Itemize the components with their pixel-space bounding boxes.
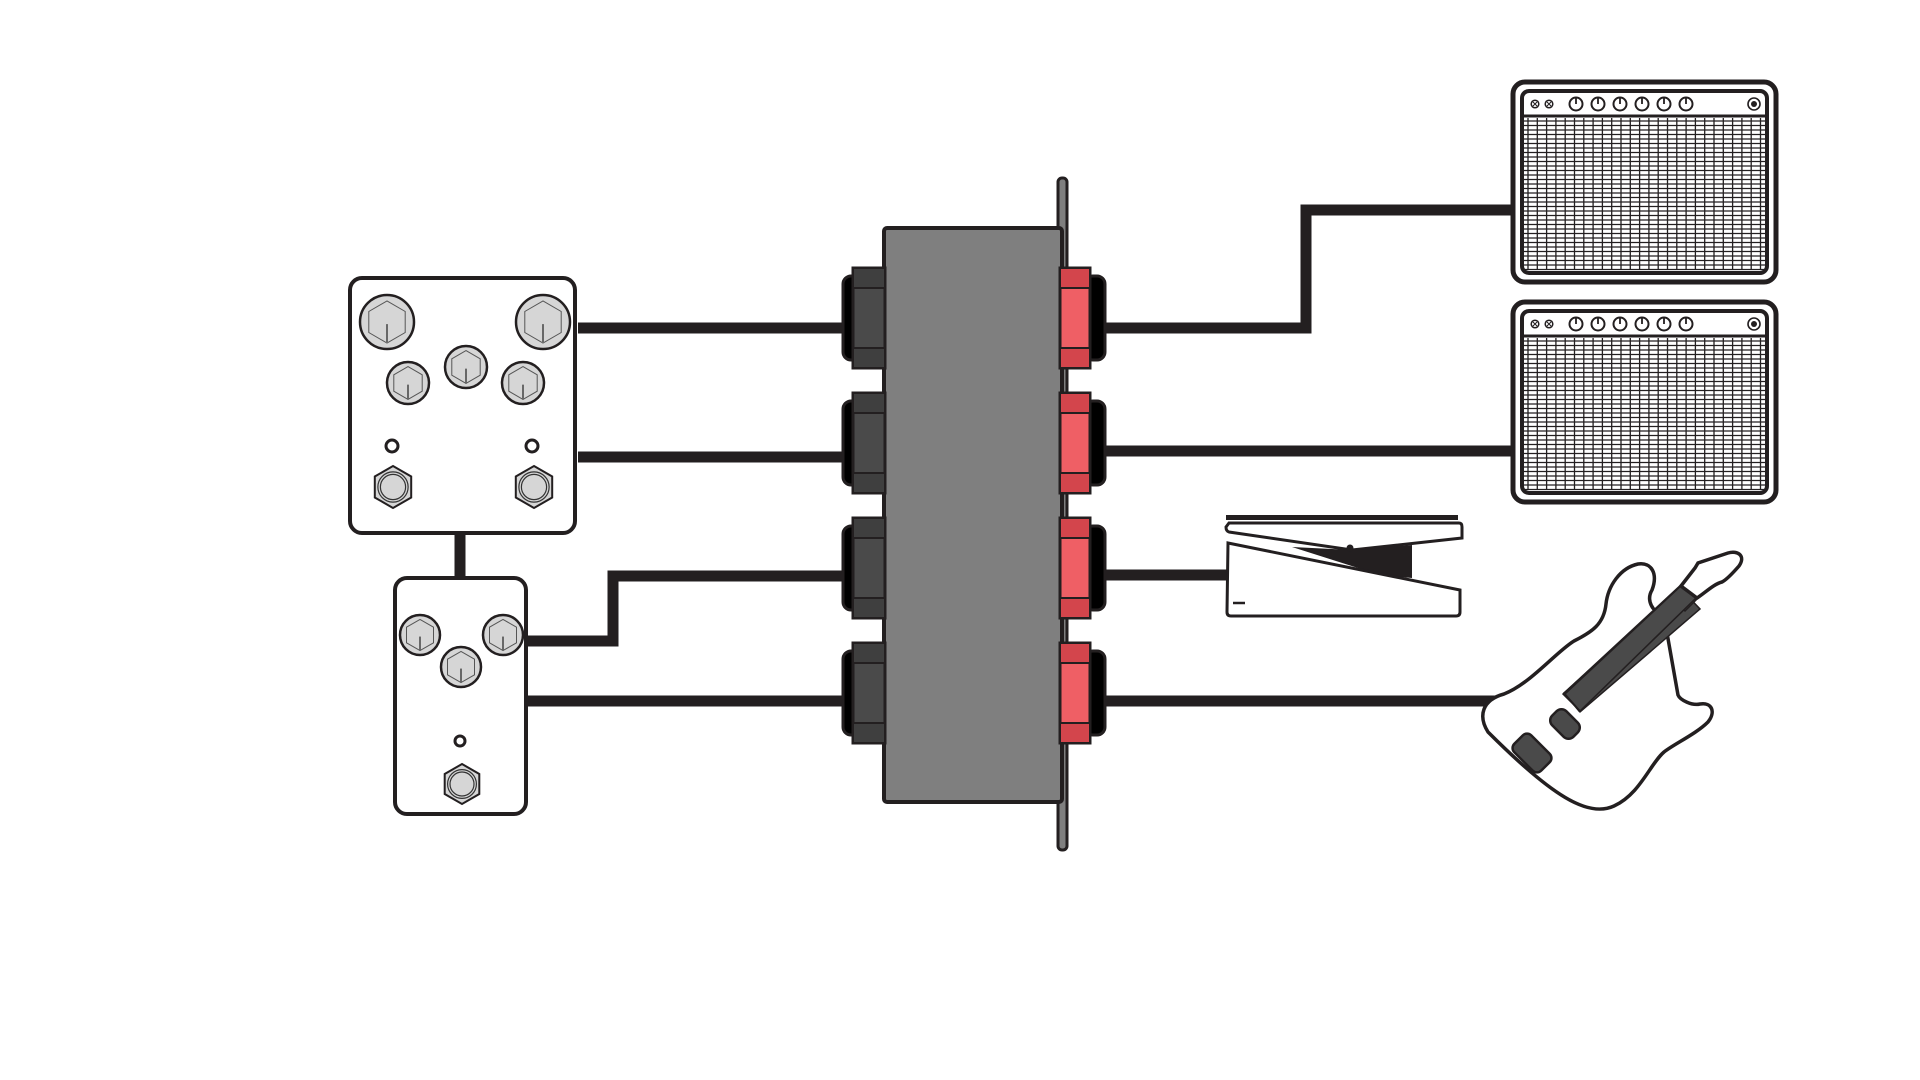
amp-grill [1524, 118, 1765, 271]
footswitch-icon[interactable] [514, 464, 554, 510]
amp-power-light-icon [1747, 317, 1761, 331]
knob-icon[interactable] [481, 613, 525, 657]
expression-pedal-base [1225, 541, 1462, 618]
footswitch-icon[interactable] [443, 762, 481, 806]
amp-knob-icon[interactable] [1590, 96, 1606, 112]
led-icon [524, 438, 540, 454]
knob-icon[interactable] [385, 360, 431, 406]
amp-knob-icon[interactable] [1678, 96, 1694, 112]
amp-knob-icon[interactable] [1634, 96, 1650, 112]
single-pedal[interactable] [393, 576, 528, 816]
cable-output-1[interactable] [1105, 204, 1515, 334]
amp-knob-icon[interactable] [1656, 316, 1672, 332]
input-jack[interactable] [841, 266, 887, 370]
expression-pedal[interactable] [1224, 515, 1464, 618]
output-jack[interactable] [1058, 641, 1107, 745]
output-jack[interactable] [1058, 391, 1107, 495]
knob-icon[interactable] [358, 293, 416, 351]
cable-input-3[interactable] [528, 570, 850, 647]
electric-guitar[interactable] [1481, 550, 1744, 811]
amp-baffle [1520, 89, 1769, 275]
knob-icon[interactable] [514, 293, 572, 351]
led-icon [453, 734, 467, 748]
output-jack[interactable] [1058, 516, 1107, 620]
amp-grill [1524, 338, 1765, 491]
cables [454, 204, 1515, 707]
dual-pedal[interactable] [348, 276, 577, 535]
amp-baffle [1520, 309, 1769, 495]
knob-icon[interactable] [500, 360, 546, 406]
single-pedal-footswitches [443, 762, 481, 806]
amp-knob-icon[interactable] [1612, 316, 1628, 332]
amp-knob-icon[interactable] [1568, 96, 1584, 112]
input-jack[interactable] [841, 516, 887, 620]
input-jacks [841, 266, 887, 745]
amp-power-light-icon [1747, 97, 1761, 111]
amp-knob-icon[interactable] [1612, 96, 1628, 112]
guitar-headstock [1678, 550, 1744, 601]
led-icon [384, 438, 400, 454]
amp-knob-icon[interactable] [1568, 316, 1584, 332]
amplifier-1[interactable] [1510, 79, 1779, 285]
junction-box-body [882, 226, 1064, 804]
output-jacks [1058, 266, 1107, 745]
expression-pedal-treadle [1224, 521, 1464, 552]
knob-icon[interactable] [439, 645, 483, 689]
output-jack[interactable] [1058, 266, 1107, 370]
knob-icon[interactable] [443, 344, 489, 390]
footswitch-icon[interactable] [373, 464, 413, 510]
amp-knob-icon[interactable] [1634, 316, 1650, 332]
expression-pedal-hinge [1292, 545, 1412, 578]
expression-pedal-pivot [1346, 544, 1354, 552]
knob-icon[interactable] [398, 613, 442, 657]
pickup-icon [1511, 732, 1553, 774]
input-jack[interactable] [841, 641, 887, 745]
pickup-icon [1548, 707, 1582, 741]
dual-pedal-knobs [358, 293, 572, 406]
amp-knob-icon[interactable] [1590, 316, 1606, 332]
expression-pedal-top-bar [1226, 515, 1458, 520]
amplifier-2[interactable] [1510, 299, 1779, 505]
single-pedal-knobs [398, 613, 525, 689]
amp-knob-icon[interactable] [1678, 316, 1694, 332]
dual-pedal-footswitches [373, 464, 554, 510]
input-jack[interactable] [841, 391, 887, 495]
amp-knob-icon[interactable] [1656, 96, 1672, 112]
junction-box [841, 176, 1107, 852]
